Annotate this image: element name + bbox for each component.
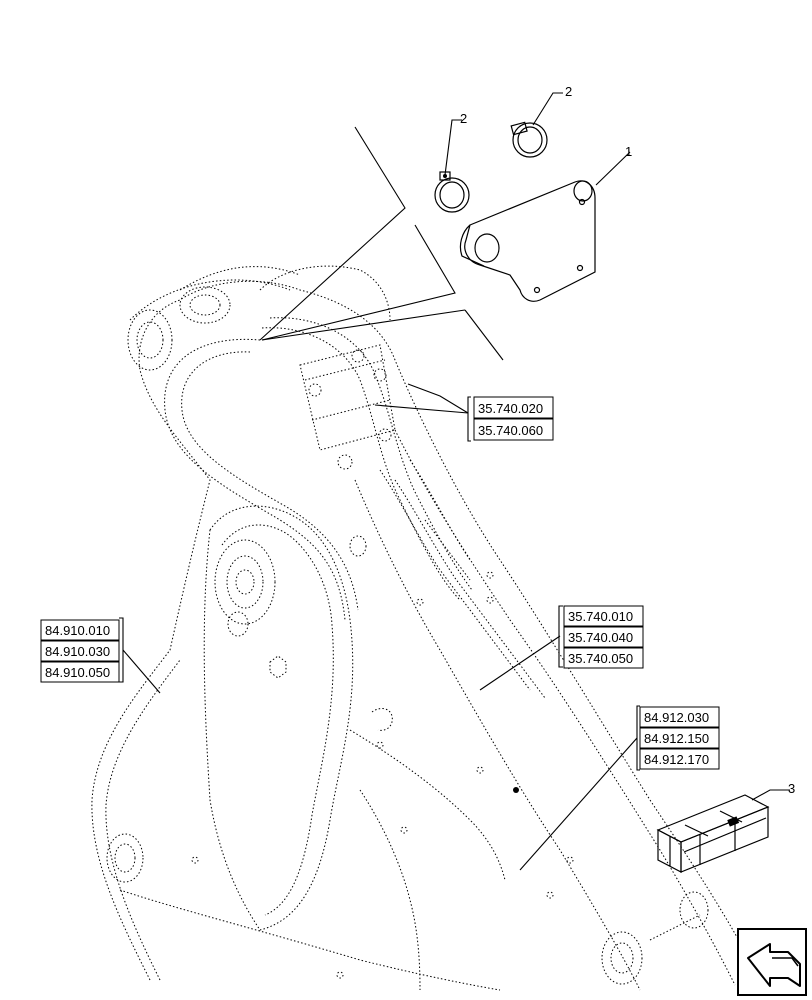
ref-code: 84.912.030 (644, 710, 709, 725)
ref-code: 35.740.050 (568, 651, 633, 666)
ref-code: 84.912.150 (644, 731, 709, 746)
ref-group-84912: 84.912.030 84.912.150 84.912.170 (636, 705, 720, 771)
ref-code: 84.912.170 (644, 752, 709, 767)
part-3-crate (656, 794, 770, 873)
ref-group-35740-a: 35.740.020 35.740.060 (467, 396, 554, 442)
ref-code: 35.740.040 (568, 630, 633, 645)
part-2-clamp-right (510, 121, 548, 158)
callout-part-2: 2 (565, 84, 572, 99)
ref-group-35740-b: 35.740.010 35.740.040 35.740.050 (558, 605, 644, 669)
callout-part-2: 2 (460, 111, 467, 126)
part-1-bracket (459, 180, 596, 302)
part-2-clamp-left (434, 171, 470, 213)
ref-code: 84.910.030 (45, 644, 110, 659)
ref-code: 84.910.050 (45, 665, 110, 680)
ref-code: 35.740.060 (478, 423, 543, 438)
callout-part-3: 3 (788, 781, 795, 796)
ref-code: 35.740.010 (568, 609, 633, 624)
ref-code: 35.740.020 (478, 401, 543, 416)
ref-code: 84.910.010 (45, 623, 110, 638)
callout-part-1: 1 (625, 144, 632, 159)
boom-arm-drawing (91, 265, 761, 991)
ref-group-84910: 84.910.010 84.910.030 84.910.050 (40, 617, 124, 683)
return-arrow-icon[interactable] (737, 928, 807, 996)
leader-lines (122, 92, 790, 871)
